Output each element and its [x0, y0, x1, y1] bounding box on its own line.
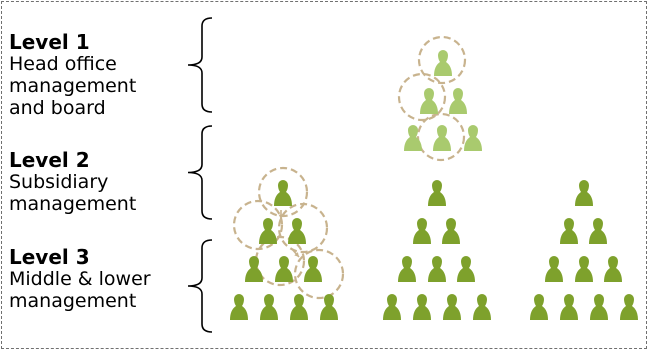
left-pyramid-row-1-pawn-1 — [274, 180, 292, 206]
level-3-bracket — [187, 239, 213, 333]
level-1-title: Level 1 — [9, 30, 90, 54]
right-pyramid-row-3-pawn-3 — [604, 256, 622, 282]
level-1-pawn-1 — [434, 50, 452, 76]
center-pyramid-row-2-pawn-1 — [413, 218, 431, 244]
right-pyramid-row-3-pawn-1 — [545, 256, 563, 282]
center-pyramid-row-3-pawn-3 — [457, 256, 475, 282]
level-2-desc-line-1: Subsidiary — [9, 171, 109, 193]
level-3-circle-5 — [293, 248, 345, 300]
center-pyramid-row-3-pawn-2 — [428, 256, 446, 282]
level-1-pawn-5 — [433, 125, 451, 151]
left-pyramid-row-3-pawn-1 — [245, 256, 263, 282]
left-pyramid-row-2-pawn-2 — [288, 218, 306, 244]
level-1-circle-bottom — [416, 112, 466, 162]
level-3-desc-line-2: management — [9, 290, 137, 312]
right-pyramid-row-1-pawn-1 — [575, 180, 593, 206]
ownership-arrow-2-head — [294, 252, 299, 257]
level-1-desc-line-2: management — [9, 75, 137, 97]
center-pyramid-row-4-pawn-2 — [413, 294, 431, 320]
right-pyramid-row-4-pawn-2 — [560, 294, 578, 320]
center-pyramid-row-3-pawn-1 — [398, 256, 416, 282]
right-pyramid-row-3-pawn-2 — [575, 256, 593, 282]
left-pyramid-row-4-pawn-1 — [230, 294, 248, 320]
level-1-pawn-4 — [404, 125, 422, 151]
center-pyramid-row-4-pawn-4 — [473, 294, 491, 320]
left-pyramid-row-4-pawn-3 — [290, 294, 308, 320]
ownership-arrow-1-head — [278, 214, 284, 219]
level-1-desc-line-1: Head office — [9, 53, 117, 75]
left-pyramid-row-4-pawn-2 — [260, 294, 278, 320]
level-1-bracket — [187, 17, 213, 113]
level-2-bracket — [187, 125, 213, 220]
center-pyramid-row-1-pawn-1 — [428, 180, 446, 206]
level-3-circle-4 — [254, 235, 306, 287]
level-1-desc-line-3: and board — [9, 97, 106, 119]
left-pyramid-row-3-pawn-3 — [304, 256, 322, 282]
level-1-circle-middle — [397, 72, 447, 122]
center-pyramid-row-2-pawn-2 — [442, 218, 460, 244]
ownership-circles — [232, 35, 467, 300]
level-1-pawn-3 — [449, 88, 467, 114]
right-pyramid-row-2-pawn-2 — [589, 218, 607, 244]
level-1-label: Level 1 Head office management and board — [9, 31, 136, 119]
left-pyramid-row-3-pawn-2 — [275, 256, 293, 282]
left-pyramid-row-4-pawn-4 — [320, 294, 338, 320]
level-3-circle-1 — [257, 166, 309, 218]
right-pyramid-row-4-pawn-1 — [530, 294, 548, 320]
left-pyramid-row-2-pawn-1 — [259, 218, 277, 244]
level-3-desc-line-1: Middle & lower — [9, 268, 151, 290]
level-3-circle-2 — [232, 199, 284, 251]
level-3-circle-3 — [277, 202, 329, 254]
level-1-pawn-2 — [420, 88, 438, 114]
level-2-title: Level 2 — [9, 148, 90, 172]
level-3-title: Level 3 — [9, 245, 90, 269]
center-pyramid-row-4-pawn-1 — [383, 294, 401, 320]
level-1-pawn-6 — [464, 125, 482, 151]
right-pyramid-row-4-pawn-4 — [620, 294, 638, 320]
level-3-label: Level 3 Middle & lower management — [9, 246, 151, 312]
right-pyramid-row-2-pawn-1 — [560, 218, 578, 244]
level-brackets — [187, 17, 213, 333]
level-1-circle-top — [417, 35, 467, 85]
level-2-label: Level 2 Subsidiary management — [9, 149, 136, 215]
center-pyramid-row-4-pawn-3 — [443, 294, 461, 320]
level-2-desc-line-2: management — [9, 193, 137, 215]
pawn-pieces — [230, 50, 638, 320]
right-pyramid-row-4-pawn-3 — [590, 294, 608, 320]
